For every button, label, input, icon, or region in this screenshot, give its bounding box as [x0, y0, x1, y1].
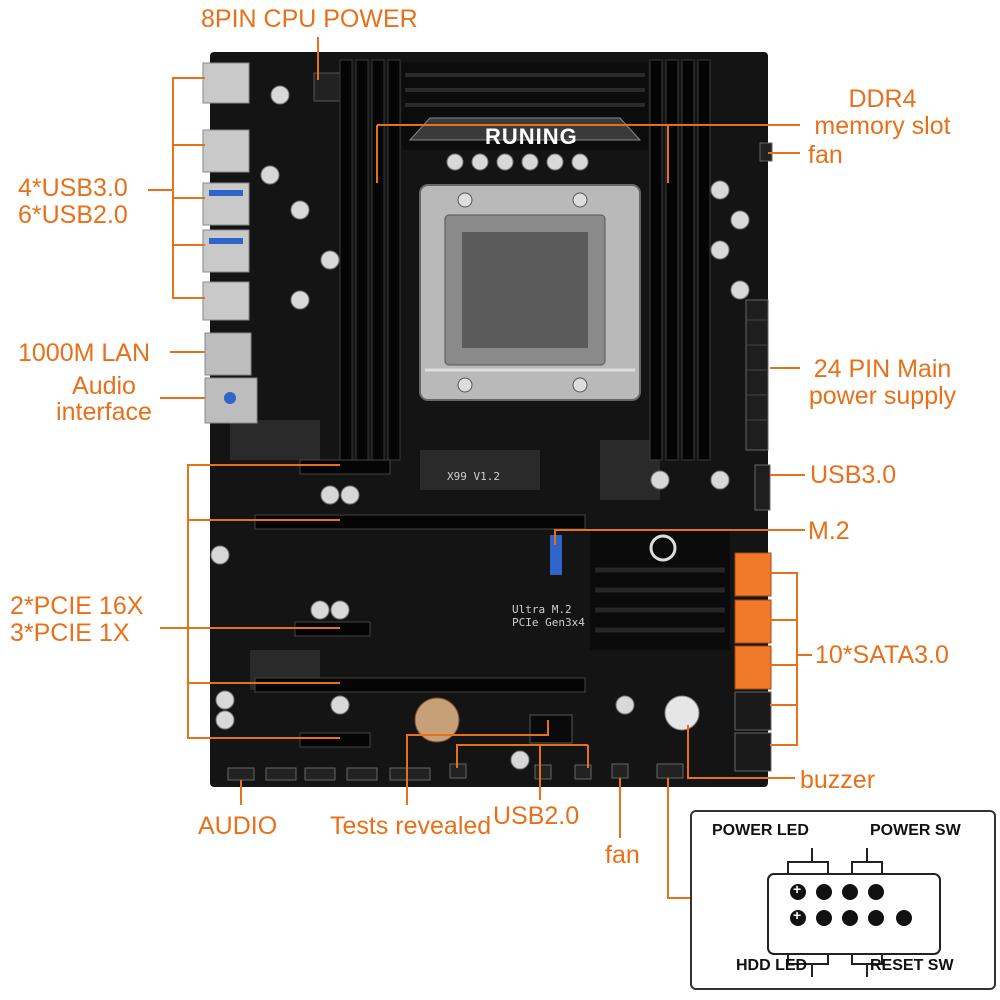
label-fan-bottom: fan: [605, 841, 640, 869]
label-hdd-led: HDD LED: [736, 957, 808, 974]
board-brand: RUNING: [485, 124, 578, 149]
pin: [842, 910, 858, 926]
pin: [868, 910, 884, 926]
buzzer-component: [664, 695, 700, 731]
label-usb30-header: USB3.0: [810, 461, 897, 489]
pin: [790, 884, 806, 900]
label-power-led: POWER LED: [712, 822, 809, 839]
label-fan-top: fan: [808, 141, 843, 169]
pin: [868, 884, 884, 900]
label-audio-header: AUDIO: [198, 812, 278, 840]
debug-display: [529, 714, 573, 744]
plus-marker-row2: +: [793, 907, 802, 923]
m2-silk-line1: Ultra M.2: [512, 603, 572, 616]
label-audio-interface-line2: interface: [56, 398, 152, 426]
label-cpu-power: 8PIN CPU POWER: [201, 5, 418, 33]
pin: [816, 910, 832, 926]
label-main-power-line2: power supply: [808, 382, 957, 410]
label-rear-usb-line2: 6*USB2.0: [18, 201, 128, 229]
audio-jacks: [204, 377, 258, 424]
label-buzzer: buzzer: [800, 766, 876, 794]
pin-diagram-drawing: [767, 848, 941, 977]
dimm-slots: [339, 59, 711, 461]
label-pcie-line1: 2*PCIE 16X: [10, 592, 144, 620]
label-reset-sw: RESET SW: [870, 957, 954, 974]
pin: [816, 884, 832, 900]
sata-ports: [734, 552, 772, 772]
cmos-battery: [414, 697, 460, 743]
label-rear-usb-line1: 4*USB3.0: [18, 174, 128, 202]
usb3-header: [754, 464, 771, 511]
label-tests-revealed: Tests revealed: [330, 812, 492, 840]
label-pcie-line2: 3*PCIE 1X: [10, 619, 130, 647]
atx-24pin-connector: [745, 299, 769, 451]
front-panel-pin-diagram: POWER LED POWER SW HDD LED RESET SW + +: [690, 810, 996, 990]
pin: [842, 884, 858, 900]
m2-silk-line2: PCIe Gen3x4: [512, 616, 585, 629]
lan-port: [204, 332, 252, 376]
board-model: X99 V1.2: [447, 470, 500, 483]
label-main-power-line1: 24 PIN Main: [813, 355, 952, 383]
label-ddr4-line1: DDR4: [848, 85, 917, 113]
label-lan: 1000M LAN: [18, 339, 151, 367]
m2-slot: [550, 535, 562, 575]
label-audio-interface-line1: Audio: [72, 372, 136, 400]
label-ddr4-line2: memory slot: [814, 112, 951, 140]
label-m2: M.2: [808, 517, 850, 545]
pcie-slots: [254, 459, 586, 748]
pin: [896, 910, 912, 926]
cpu-socket: [419, 184, 641, 401]
plus-marker-row1: +: [793, 881, 802, 897]
pin-header-outline: [767, 873, 941, 955]
rear-usb-ports: [202, 62, 250, 321]
label-power-sw: POWER SW: [870, 822, 961, 839]
label-sata: 10*SATA3.0: [815, 641, 949, 669]
pin: [790, 910, 806, 926]
label-usb20: USB2.0: [493, 802, 580, 830]
